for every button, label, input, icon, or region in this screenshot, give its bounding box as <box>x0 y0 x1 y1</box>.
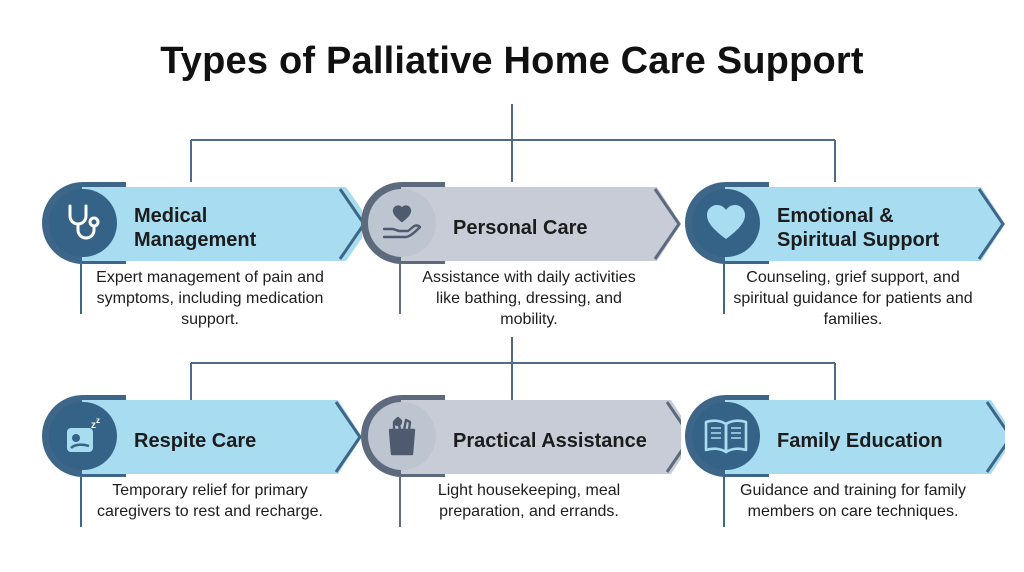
card-title-line: Personal Care <box>453 217 588 239</box>
card-description: Expert management of pain and symptoms, … <box>96 269 324 328</box>
label-badge <box>725 187 1005 261</box>
card-title-line: Medical <box>134 205 208 227</box>
label-badge <box>401 400 681 474</box>
card-respite-care: z z Respite Care Temporary relief for pr… <box>42 395 362 555</box>
card-description: Guidance and training for family members… <box>740 482 966 520</box>
diagram-title: Types of Palliative Home Care Support <box>160 40 864 82</box>
card-title-line: Spiritual Support <box>777 229 940 251</box>
hand-heart-icon <box>368 189 436 257</box>
card-stem <box>80 477 82 527</box>
card-stem <box>80 264 82 314</box>
label-badge <box>401 187 681 261</box>
stethoscope-icon <box>49 189 117 257</box>
card-personal-care: Personal Care Assistance with daily acti… <box>361 182 681 342</box>
card-practical-assistance: Practical Assistance Light housekeeping,… <box>361 395 681 555</box>
label-badge <box>725 400 1005 474</box>
card-description: Assistance with daily activities like ba… <box>422 269 636 328</box>
card-stem <box>399 264 401 314</box>
card-title-line: Emotional & <box>777 205 894 227</box>
card-title-line: Management <box>134 229 257 251</box>
card-title-line: Family Education <box>777 430 943 452</box>
card-description: Light housekeeping, meal preparation, an… <box>437 482 621 520</box>
connector-bottom <box>190 337 836 403</box>
heart-icon <box>692 189 760 257</box>
card-stem <box>399 477 401 527</box>
open-book-icon <box>692 402 760 470</box>
card-family-education: Family Education Guidance and training f… <box>685 395 1005 555</box>
label-badge <box>82 400 362 474</box>
connector-top <box>190 104 836 182</box>
card-title-line: Practical Assistance <box>453 430 647 452</box>
card-emotional-spiritual-support: Emotional &Spiritual Support Counseling,… <box>685 182 1005 342</box>
grocery-bag-icon <box>368 402 436 470</box>
sleeping-person-icon: z z <box>49 402 117 470</box>
card-stem <box>723 264 725 314</box>
svg-text:z: z <box>96 416 100 425</box>
card-description: Temporary relief for primary caregivers … <box>97 482 323 520</box>
card-stem <box>723 477 725 527</box>
card-description: Counseling, grief support, and spiritual… <box>733 269 973 328</box>
svg-text:z: z <box>91 420 96 431</box>
card-title-line: Respite Care <box>134 430 257 452</box>
label-badge <box>82 187 362 261</box>
